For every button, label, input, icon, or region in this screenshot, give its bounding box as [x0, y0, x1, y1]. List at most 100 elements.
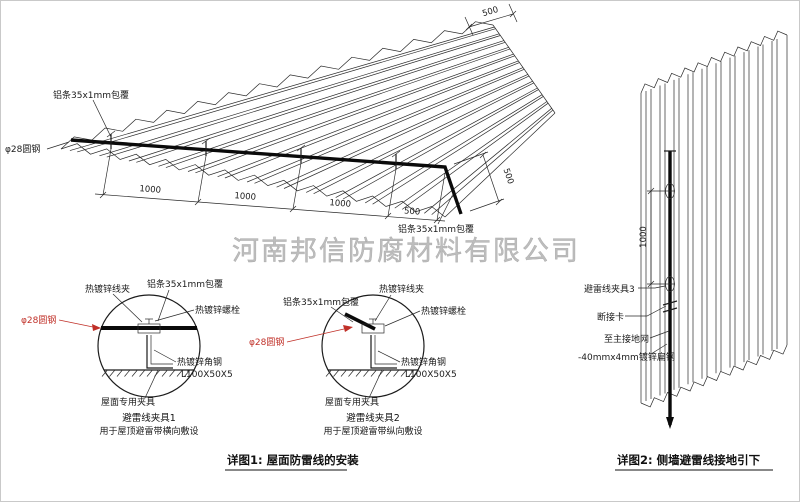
dimension-line [482, 154, 500, 203]
roof-surface-hatch [325, 370, 414, 377]
roof-hatch-tick [340, 370, 347, 377]
roof-front-edge-profile [60, 143, 446, 218]
label-wire-clip: 热镀锌线夹 [379, 283, 424, 295]
roof-hatch-tick [325, 370, 332, 377]
dim-1000: 1000 [234, 191, 256, 203]
dimension-tick [433, 216, 441, 224]
angle-steel [370, 335, 397, 369]
roof-hatch-tick [146, 370, 153, 377]
leader-line [112, 293, 143, 323]
roof-dimension-chain: 1000 1000 1000 500 [94, 148, 446, 224]
detail-view-2: 铝条35x1mm包覆 热镀锌线夹 热镀锌螺栓 φ28圆钢 热镀锌角钢 L100X… [249, 283, 466, 437]
leader-line [144, 369, 159, 399]
roof-hatch-tick [348, 370, 354, 377]
label-wire-clip: 热镀锌线夹 [85, 283, 130, 295]
leader-line [437, 193, 454, 225]
conductor-clamp [106, 130, 116, 149]
dimension-tick [509, 10, 517, 18]
leader-line [649, 330, 670, 339]
leader-line [46, 141, 70, 150]
dimension-line [94, 193, 446, 222]
leader-line [157, 289, 170, 322]
label-al-strip-top: 铝条35x1mm包覆 [53, 89, 129, 101]
leader-line [638, 285, 666, 289]
roof-rib-line [276, 74, 528, 188]
roof-dim-500-right: 500 [453, 151, 515, 212]
leader-line [92, 99, 112, 138]
watermark-text: 河南邦信防腐材料有限公司 [232, 236, 580, 267]
roof-hatch-tick [131, 370, 138, 377]
dim-500: 500 [481, 5, 499, 19]
disconnect-card-mark [662, 300, 678, 306]
dim-1000: 1000 [139, 184, 161, 196]
dimension-tick [479, 151, 487, 159]
roof-rib-line [431, 109, 554, 215]
roof-rib-line [224, 62, 520, 179]
roof-rib-line [77, 28, 496, 153]
wall-bottom-profile [640, 344, 788, 408]
dimension-tick [465, 23, 473, 31]
label-al-strip-right: 铝条35x1mm包覆 [398, 223, 474, 235]
leader-line [153, 349, 177, 363]
roof-isometric-view: 1000 1000 1000 500 500 500 铝条35x1mm包覆 φ [5, 3, 556, 235]
caption-detail2: 详图2: 侧墙避雷线接地引下 [617, 453, 761, 467]
caption-detail1: 详图1: 屋面防雷线的安装 [227, 453, 359, 467]
conductor-section [344, 312, 376, 331]
roof-hatch-tick [116, 370, 123, 377]
roof-rib-line [246, 67, 524, 183]
roof-surface-hatch [101, 370, 190, 377]
captions: 详图1: 屋面防雷线的安装 详图2: 侧墙避雷线接地引下 [225, 453, 773, 471]
roof-rib-line [195, 55, 515, 174]
roof-rib-line [394, 101, 548, 209]
disconnect-card-mark [662, 307, 678, 313]
label-roof-clamp: 屋面专用夹具 [101, 396, 155, 408]
roof-hatch-tick [408, 370, 414, 377]
clamp-hatch [201, 137, 211, 145]
wall-corrugation [640, 30, 788, 408]
label-roof-clamp: 屋面专用夹具 [325, 396, 379, 408]
label-flat-steel: -40mmx4mm镀锌扁钢 [578, 351, 675, 363]
roof-rib-line [342, 89, 539, 200]
roof-hatch-tick [184, 370, 190, 377]
label-al-strip: 铝条35x1mm包覆 [147, 278, 223, 290]
label-round-steel-red: φ28圆钢 [21, 314, 56, 326]
extension-line [387, 168, 397, 217]
label-angle-steel: 热镀锌角钢 [177, 356, 222, 368]
wall-top-profile [640, 30, 788, 94]
roof-right-bottom-edge [444, 112, 556, 218]
extension-line [292, 162, 302, 210]
detail2-subtitle: 用于屋顶避雷带纵向敷设 [323, 425, 422, 437]
dim-500: 500 [404, 206, 421, 217]
label-round-steel-red: φ28圆钢 [249, 336, 284, 348]
roof-hatch-tick [169, 370, 175, 377]
roof-rib-line [372, 96, 544, 205]
dimension-line [468, 13, 514, 28]
leader-arrow [343, 325, 353, 332]
label-round-steel: φ28圆钢 [5, 143, 40, 155]
dimension-tick [99, 191, 107, 199]
roof-rib-line [158, 46, 509, 167]
label-angle-steel: 热镀锌角钢 [401, 356, 446, 368]
roof-rib-line [283, 75, 530, 189]
roof-hatch-tick [393, 370, 399, 377]
conductor-clamp [391, 150, 401, 169]
roof-hatch-tick [124, 370, 130, 377]
leader-line [154, 309, 195, 322]
roof-rib-line [365, 94, 543, 204]
detail2-title: 避雷线夹具2 [346, 412, 400, 424]
roof-rib-line [306, 80, 533, 193]
angle-steel-inner [374, 335, 397, 365]
ground-arrow [666, 417, 674, 429]
roof-rib-line [99, 33, 500, 157]
dimension-tick [194, 198, 202, 206]
dim-1000: 1000 [329, 198, 351, 210]
roof-hatch-tick [176, 370, 183, 377]
roof-hatch-tick [139, 370, 145, 377]
leader-line [330, 306, 354, 323]
roof-back-edge-profile [60, 21, 494, 150]
roof-rib-line [424, 108, 552, 214]
dimension-tick [384, 212, 392, 220]
label-al-strip: 铝条35x1mm包覆 [283, 296, 359, 308]
angle-steel [146, 335, 173, 369]
extension-line [508, 3, 518, 23]
